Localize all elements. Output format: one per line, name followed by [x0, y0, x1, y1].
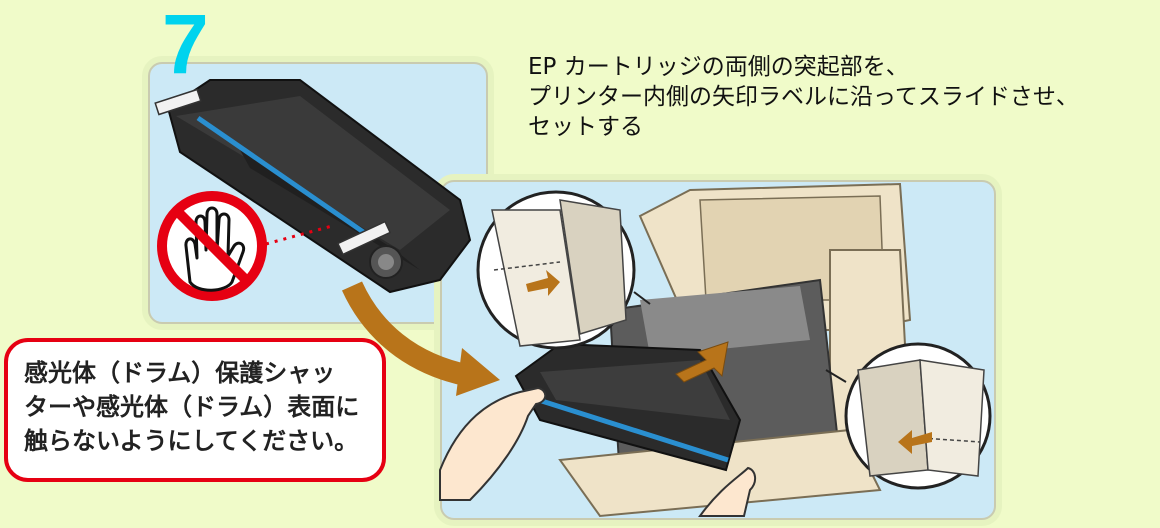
instruction-text: EP カートリッジの両側の突起部を、 プリンター内側の矢印ラベルに沿ってスライド…: [528, 52, 1079, 142]
insert-arrow-icon: [341, 281, 500, 396]
warning-line: ターや感光体（ドラム）表面に: [24, 393, 360, 421]
ep-cartridge-illustration: [154, 79, 472, 294]
slide-arrow-icon: [675, 341, 729, 383]
detail-circle-right: [825, 342, 992, 490]
warning-line: 触らないようにしてください。: [24, 427, 359, 455]
detail-circle-left: [476, 190, 651, 350]
no-touch-icon: [157, 191, 267, 301]
warning-callout: 感光体（ドラム）保護シャッ ターや感光体（ドラム）表面に 触らないようにしてくだ…: [4, 338, 386, 482]
step-number: 7: [162, 0, 209, 91]
instruction-line: EP カートリッジの両側の突起部を、: [528, 54, 909, 80]
instruction-line: プリンター内側の矢印ラベルに沿ってスライドさせ、: [528, 84, 1079, 110]
pointer-dotted-line: [265, 224, 333, 246]
warning-line: 感光体（ドラム）保護シャッ: [24, 359, 336, 387]
instruction-line: セットする: [528, 114, 643, 140]
